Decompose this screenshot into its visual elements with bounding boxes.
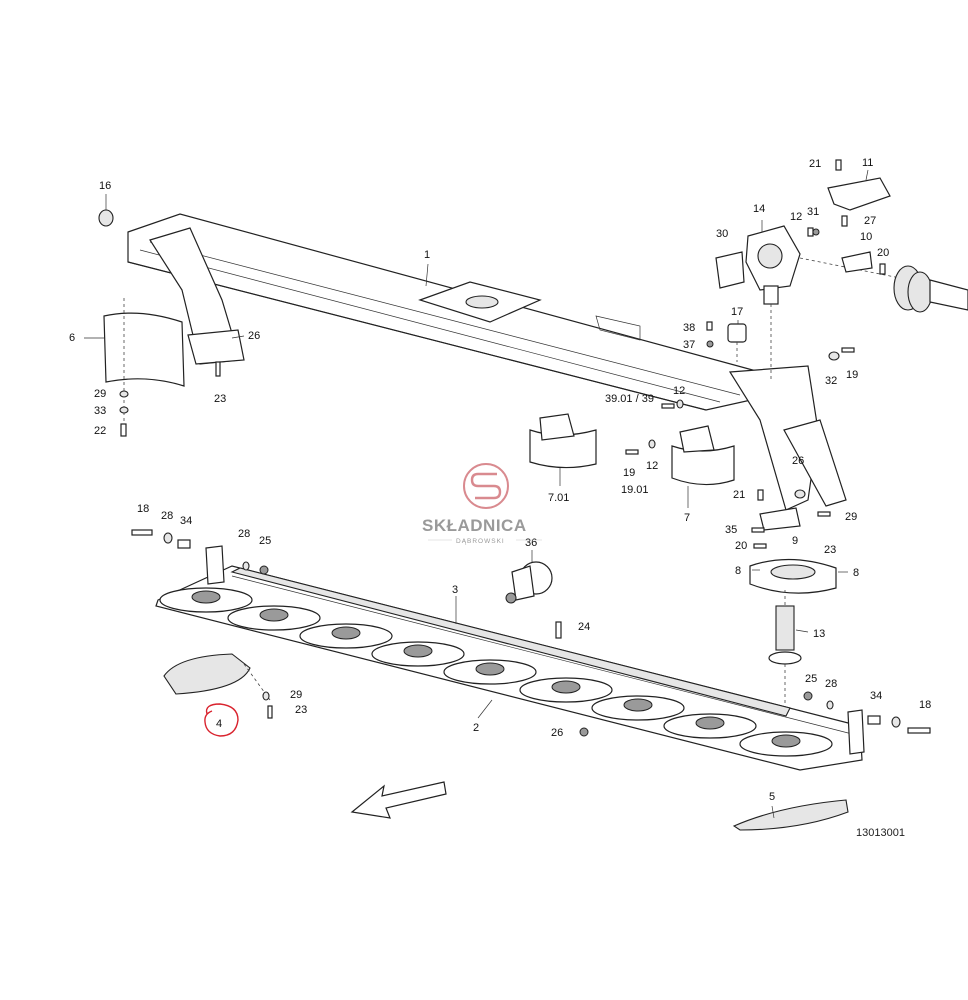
callout-29-left: 29 [94,388,106,400]
leader-lines [84,169,869,819]
callout-14: 14 [753,203,765,215]
callout-37: 37 [683,339,695,351]
plate-9 [759,507,801,531]
callout-36: 36 [525,537,537,549]
callout-12-mid: 12 [673,385,685,397]
callout-25-left: 25 [259,535,271,547]
main-frame-beam [127,213,847,511]
callout-4: 4 [216,718,222,730]
skid-5 [732,799,849,831]
callout-34-left: 34 [180,515,192,527]
callout-19-right: 19 [846,369,858,381]
callout-3: 3 [452,584,458,596]
callout-35: 35 [725,524,737,536]
callout-18-right: 18 [919,699,931,711]
callout-22: 22 [94,425,106,437]
callout-8-left: 8 [735,565,741,577]
callout-26-right: 26 [792,455,804,467]
callout-28-left-top: 28 [161,510,173,522]
damper-17 [727,323,747,362]
callout-28-left: 28 [238,528,250,540]
shield-6 [103,298,185,428]
callout-12-low: 12 [646,460,658,472]
callout-34-right: 34 [870,690,882,702]
gearbox [745,225,901,380]
watermark-subtitle: DĄBROWSKI [456,538,505,545]
callout-8-right: 8 [853,567,859,579]
callout-27: 27 [864,215,876,227]
callout-13: 13 [813,628,825,640]
callout-11: 11 [862,157,873,169]
callout-5: 5 [769,791,775,803]
callout-9: 9 [792,535,798,547]
callout-26-bar: 26 [551,727,563,739]
skid-4 [163,653,271,701]
callout-29-right: 29 [845,511,857,523]
bar-end-bracket-right [847,709,865,755]
spacer-8 [749,558,837,594]
callout-39-01-39: 39.01 / 39 [605,393,654,405]
highlight-circle [204,703,239,737]
callout-17: 17 [731,306,743,318]
callout-21-top: 21 [809,158,821,170]
callout-38: 38 [683,322,695,334]
callout-26-left: 26 [248,330,260,342]
callout-33: 33 [94,405,106,417]
grease-cartridge-36 [505,561,553,604]
gearbox-plate-30 [715,251,745,289]
callout-12-top: 12 [790,211,802,223]
callout-32: 32 [825,375,837,387]
callout-23-right: 23 [824,544,836,556]
cutter-bar-profile-3 [230,567,791,717]
callout-30: 30 [716,228,728,240]
shield-7-01 [529,413,597,469]
callout-24: 24 [578,621,590,633]
bar-end-bracket-left [205,545,225,585]
watermark: SKŁADNICA DĄBROWSKI [422,463,542,545]
callout-19-left: 19 [623,467,635,479]
callout-7-01: 7.01 [548,492,569,504]
callout-18-left: 18 [137,503,149,515]
spindle-13 [768,590,802,728]
callout-23-skid: 23 [295,704,307,716]
callout-20-top: 20 [877,247,889,259]
shield-7 [671,425,735,486]
callout-7: 7 [684,512,690,524]
bracket-10 [841,251,873,273]
bracket-11 [827,177,891,211]
callout-2: 2 [473,722,479,734]
callout-labels: 1 2 3 4 5 6 7 7.01 8 8 9 10 11 12 12 12 … [69,157,931,803]
drawing-reference-number: 13013001 [856,827,905,839]
callout-20-low: 20 [735,540,747,552]
cutting-discs [159,587,833,757]
travel-direction-arrow-icon [350,781,447,819]
fasteners [119,159,931,737]
callout-6: 6 [69,332,75,344]
callout-16: 16 [99,180,111,192]
callout-1: 1 [424,249,430,261]
callout-21-low: 21 [733,489,745,501]
bushing-16 [98,209,114,227]
watermark-name: SKŁADNICA [422,516,527,535]
drive-shaft [893,265,968,313]
callout-25-right: 25 [805,673,817,685]
callout-19-01: 19.01 [621,484,649,496]
callout-29-skid: 29 [290,689,302,701]
callout-28-right: 28 [825,678,837,690]
callout-31: 31 [807,206,819,218]
callout-23-top: 23 [214,393,226,405]
callout-10: 10 [860,231,872,243]
watermark-logo-icon [463,463,509,509]
